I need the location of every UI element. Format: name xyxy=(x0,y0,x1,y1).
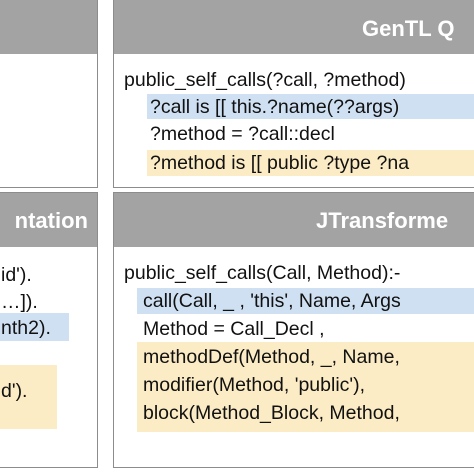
highlight-yellow xyxy=(147,150,474,176)
code-line: id'). xyxy=(1,264,32,286)
left-bottom-panel-title: ntation xyxy=(14,208,88,233)
jtransformer-panel-header: JTransforme xyxy=(114,193,474,247)
highlight-blue xyxy=(147,94,474,119)
code-line: block(Method_Block, Method, xyxy=(143,402,400,424)
code-line: ?call is [[ this.?name(??args) xyxy=(150,96,400,118)
code-line: public_self_calls(?call, ?method) xyxy=(124,69,406,91)
code-line: public_self_calls(Call, Method):- xyxy=(124,262,401,284)
left-top-panel xyxy=(0,0,98,188)
gentl-panel-header: GenTL Q xyxy=(114,0,474,54)
highlight-yellow xyxy=(137,342,474,432)
jtransformer-panel-title: JTransforme xyxy=(316,208,449,233)
code-line: methodDef(Method, _, Name, xyxy=(143,346,400,368)
code-line: d'). xyxy=(1,380,28,402)
highlight-yellow xyxy=(0,365,57,429)
code-line: call(Call, _ , 'this', Name, Args xyxy=(143,290,401,312)
highlight-blue xyxy=(0,313,69,341)
code-line: nth2). xyxy=(1,317,51,339)
gentl-panel: GenTL Q public_self_calls(?call, ?method… xyxy=(113,0,474,188)
code-line: ?method is [[ public ?type ?na xyxy=(150,152,410,174)
left-bottom-panel-header: ntation xyxy=(0,193,97,247)
highlight-blue xyxy=(137,288,474,314)
code-line: Method = Call_Decl , xyxy=(143,318,325,340)
code-line: modifier(Method, 'public'), xyxy=(143,374,366,396)
left-top-panel-header xyxy=(0,0,97,54)
jtransformer-panel: JTransforme public_self_calls(Call, Meth… xyxy=(113,192,474,468)
code-line: …]). xyxy=(1,291,38,313)
code-line: ?method = ?call::decl xyxy=(150,123,335,145)
left-bottom-panel: ntation id'). …]). nth2). d'). xyxy=(0,192,98,468)
gentl-panel-title: GenTL Q xyxy=(362,16,455,41)
